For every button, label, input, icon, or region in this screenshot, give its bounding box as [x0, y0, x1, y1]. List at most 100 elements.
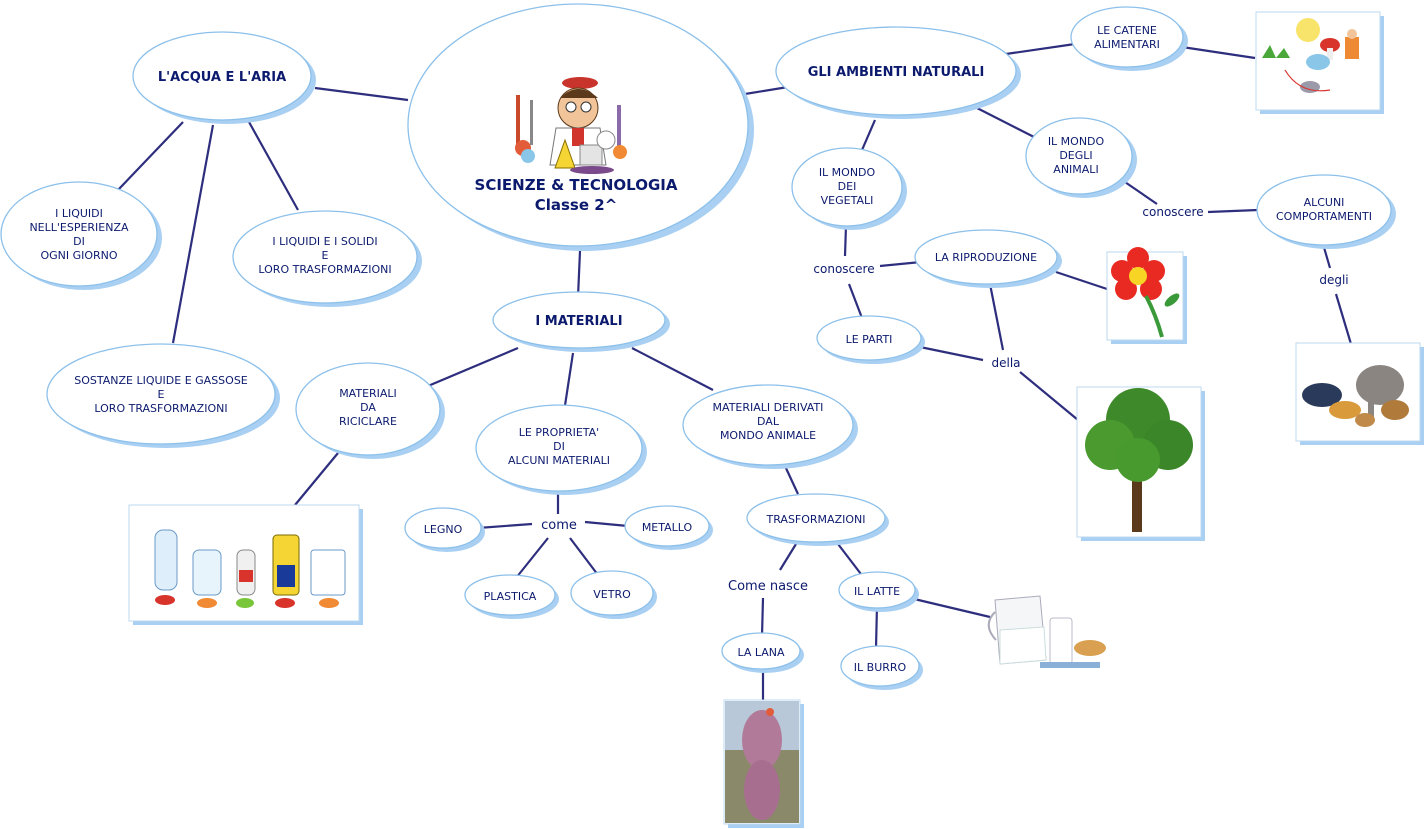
link-ambienti-vegetali	[860, 119, 877, 151]
link-center-ambienti	[744, 85, 789, 96]
link-trasformazioni-latte	[837, 543, 865, 579]
node-vegetali-line-1: IL MONDO	[819, 166, 876, 179]
node-legno-label: LEGNO	[424, 523, 463, 536]
node-materiali-label: I MATERIALI	[535, 314, 622, 329]
node-burro-label: IL BURRO	[854, 661, 907, 674]
node-trasformazioni-label: TRASFORMAZIONI	[766, 513, 866, 526]
node-comportamenti-line-1: ALCUNI	[1304, 196, 1345, 209]
link-conoscere-parti	[847, 283, 864, 319]
node-sostanze[interactable]: SOSTANZE LIQUIDE E GASSOSE E LORO TRASFO…	[46, 343, 280, 448]
node-derivati-line-3: MONDO ANIMALE	[720, 429, 816, 442]
node-materiali[interactable]: I MATERIALI	[492, 291, 670, 352]
food-chain-illustration	[1255, 11, 1384, 114]
link-latte-image	[909, 596, 991, 619]
center-node[interactable]: SCIENZE & TECNOLOGIA Classe 2^	[407, 3, 754, 251]
node-vegetali-line-2: DEI	[838, 180, 857, 193]
scientist-illustration	[515, 77, 627, 174]
node-catene-line-1: LE CATENE	[1097, 24, 1157, 37]
node-animali-line-2: DEGLI	[1059, 149, 1092, 162]
link-acqua-liquidi-solidi	[248, 121, 299, 211]
link-come-metallo	[584, 520, 629, 528]
node-parti[interactable]: LE PARTI	[816, 315, 925, 364]
node-catene[interactable]: LE CATENE ALIMENTARI	[1070, 6, 1188, 71]
node-riciclare-line-2: DA	[360, 401, 376, 414]
link-degli-animals	[1334, 293, 1353, 345]
node-legno[interactable]: LEGNO	[404, 507, 485, 552]
node-riciclare-line-3: RICICLARE	[339, 415, 397, 428]
node-vetro-label: VETRO	[593, 588, 631, 601]
node-comportamenti-line-2: COMPORTAMENTI	[1276, 210, 1372, 223]
wool-skein-photo	[723, 699, 804, 828]
node-sostanze-line-1: SOSTANZE LIQUIDE E GASSOSE	[74, 374, 248, 387]
node-liquidi-solidi-line-1: I LIQUIDI E I SOLIDI	[272, 235, 377, 248]
node-liquidi-esperienza-line-2: NELL'ESPERIENZA	[29, 221, 129, 234]
link-word-degli: degli	[1319, 273, 1348, 287]
node-lana-label: LA LANA	[737, 646, 785, 659]
node-liquidi-esperienza-line-4: OGNI GIORNO	[40, 249, 117, 262]
node-metallo[interactable]: METALLO	[624, 505, 713, 550]
node-metallo-label: METALLO	[642, 521, 693, 534]
node-derivati[interactable]: MATERIALI DERIVATI DAL MONDO ANIMALE	[682, 384, 858, 469]
node-vetro[interactable]: VETRO	[570, 570, 657, 619]
link-della-tree	[1019, 371, 1079, 421]
center-title: SCIENZE & TECNOLOGIA	[475, 176, 678, 194]
link-word-come: come	[541, 518, 577, 533]
node-animali[interactable]: IL MONDO DEGLI ANIMALI	[1025, 117, 1137, 198]
node-plastica-label: PLASTICA	[484, 590, 537, 603]
link-word-come-nasce: Come nasce	[728, 579, 808, 594]
node-proprieta[interactable]: LE PROPRIETA' DI ALCUNI MATERIALI	[475, 404, 647, 495]
link-trasformazioni-comenasce	[779, 543, 797, 571]
node-liquidi-solidi-line-3: LORO TRASFORMAZIONI	[258, 263, 391, 276]
animals-group-photo	[1295, 342, 1424, 445]
link-materiali-derivati	[631, 347, 714, 391]
links	[117, 42, 1353, 700]
node-comportamenti[interactable]: ALCUNI COMPORTAMENTI	[1256, 174, 1396, 249]
node-ambienti[interactable]: GLI AMBIENTI NATURALI	[775, 26, 1021, 119]
node-derivati-line-1: MATERIALI DERIVATI	[713, 401, 824, 414]
node-trasformazioni[interactable]: TRASFORMAZIONI	[746, 493, 889, 546]
node-riciclare[interactable]: MATERIALI DA RICICLARE	[295, 362, 445, 459]
link-conoscere-comportamenti	[1207, 208, 1259, 214]
node-riproduzione[interactable]: LA RIPRODUZIONE	[914, 229, 1062, 288]
link-center-materiali	[576, 250, 582, 298]
node-plastica[interactable]: PLASTICA	[464, 574, 559, 619]
node-vegetali-line-3: VEGETALI	[821, 194, 874, 207]
link-latte-burro	[874, 604, 879, 649]
link-ambienti-animali	[974, 106, 1037, 139]
node-liquidi-esperienza[interactable]: I LIQUIDI NELL'ESPERIENZA DI OGNI GIORNO	[0, 181, 162, 290]
node-liquidi-solidi[interactable]: I LIQUIDI E I SOLIDI E LORO TRASFORMAZIO…	[232, 210, 422, 307]
node-acqua-aria[interactable]: L'ACQUA E L'ARIA	[132, 31, 316, 124]
node-catene-line-2: ALIMENTARI	[1094, 38, 1160, 51]
center-subtitle: Classe 2^	[535, 196, 618, 214]
node-ambienti-label: GLI AMBIENTI NATURALI	[808, 65, 985, 80]
node-sostanze-line-3: LORO TRASFORMAZIONI	[94, 402, 227, 415]
node-burro[interactable]: IL BURRO	[840, 645, 923, 690]
link-parti-della	[919, 345, 984, 362]
link-comenasce-lana	[760, 597, 765, 637]
link-word-conoscere-vegetali: conoscere	[813, 262, 874, 276]
recycled-materials-illustration	[128, 504, 363, 625]
node-animali-line-3: ANIMALI	[1053, 163, 1098, 176]
node-proprieta-line-1: LE PROPRIETA'	[519, 426, 599, 439]
node-acqua-aria-label: L'ACQUA E L'ARIA	[158, 70, 286, 85]
link-derivati-trasformazioni	[784, 465, 799, 495]
link-come-legno	[477, 522, 533, 530]
tree-photo	[1076, 386, 1205, 541]
node-latte[interactable]: IL LATTE	[838, 571, 919, 612]
node-lana[interactable]: LA LANA	[721, 632, 804, 673]
node-riproduzione-label: LA RIPRODUZIONE	[935, 251, 1037, 264]
link-word-conoscere-animali: conoscere	[1142, 205, 1203, 219]
node-vegetali[interactable]: IL MONDO DEI VEGETALI	[791, 147, 907, 230]
link-materiali-proprieta	[562, 352, 575, 413]
link-come-plastica	[515, 537, 549, 579]
link-acqua-sostanze	[171, 124, 215, 344]
link-ambienti-catene	[1005, 42, 1076, 56]
link-acqua-liquidi-esperienza	[117, 121, 184, 191]
link-center-acqua	[314, 86, 409, 102]
node-animali-line-1: IL MONDO	[1048, 135, 1105, 148]
milk-and-bread-photo	[987, 595, 1106, 668]
node-liquidi-esperienza-line-1: I LIQUIDI	[55, 207, 103, 220]
link-come-vetro	[569, 537, 599, 576]
node-derivati-line-2: DAL	[757, 415, 780, 428]
